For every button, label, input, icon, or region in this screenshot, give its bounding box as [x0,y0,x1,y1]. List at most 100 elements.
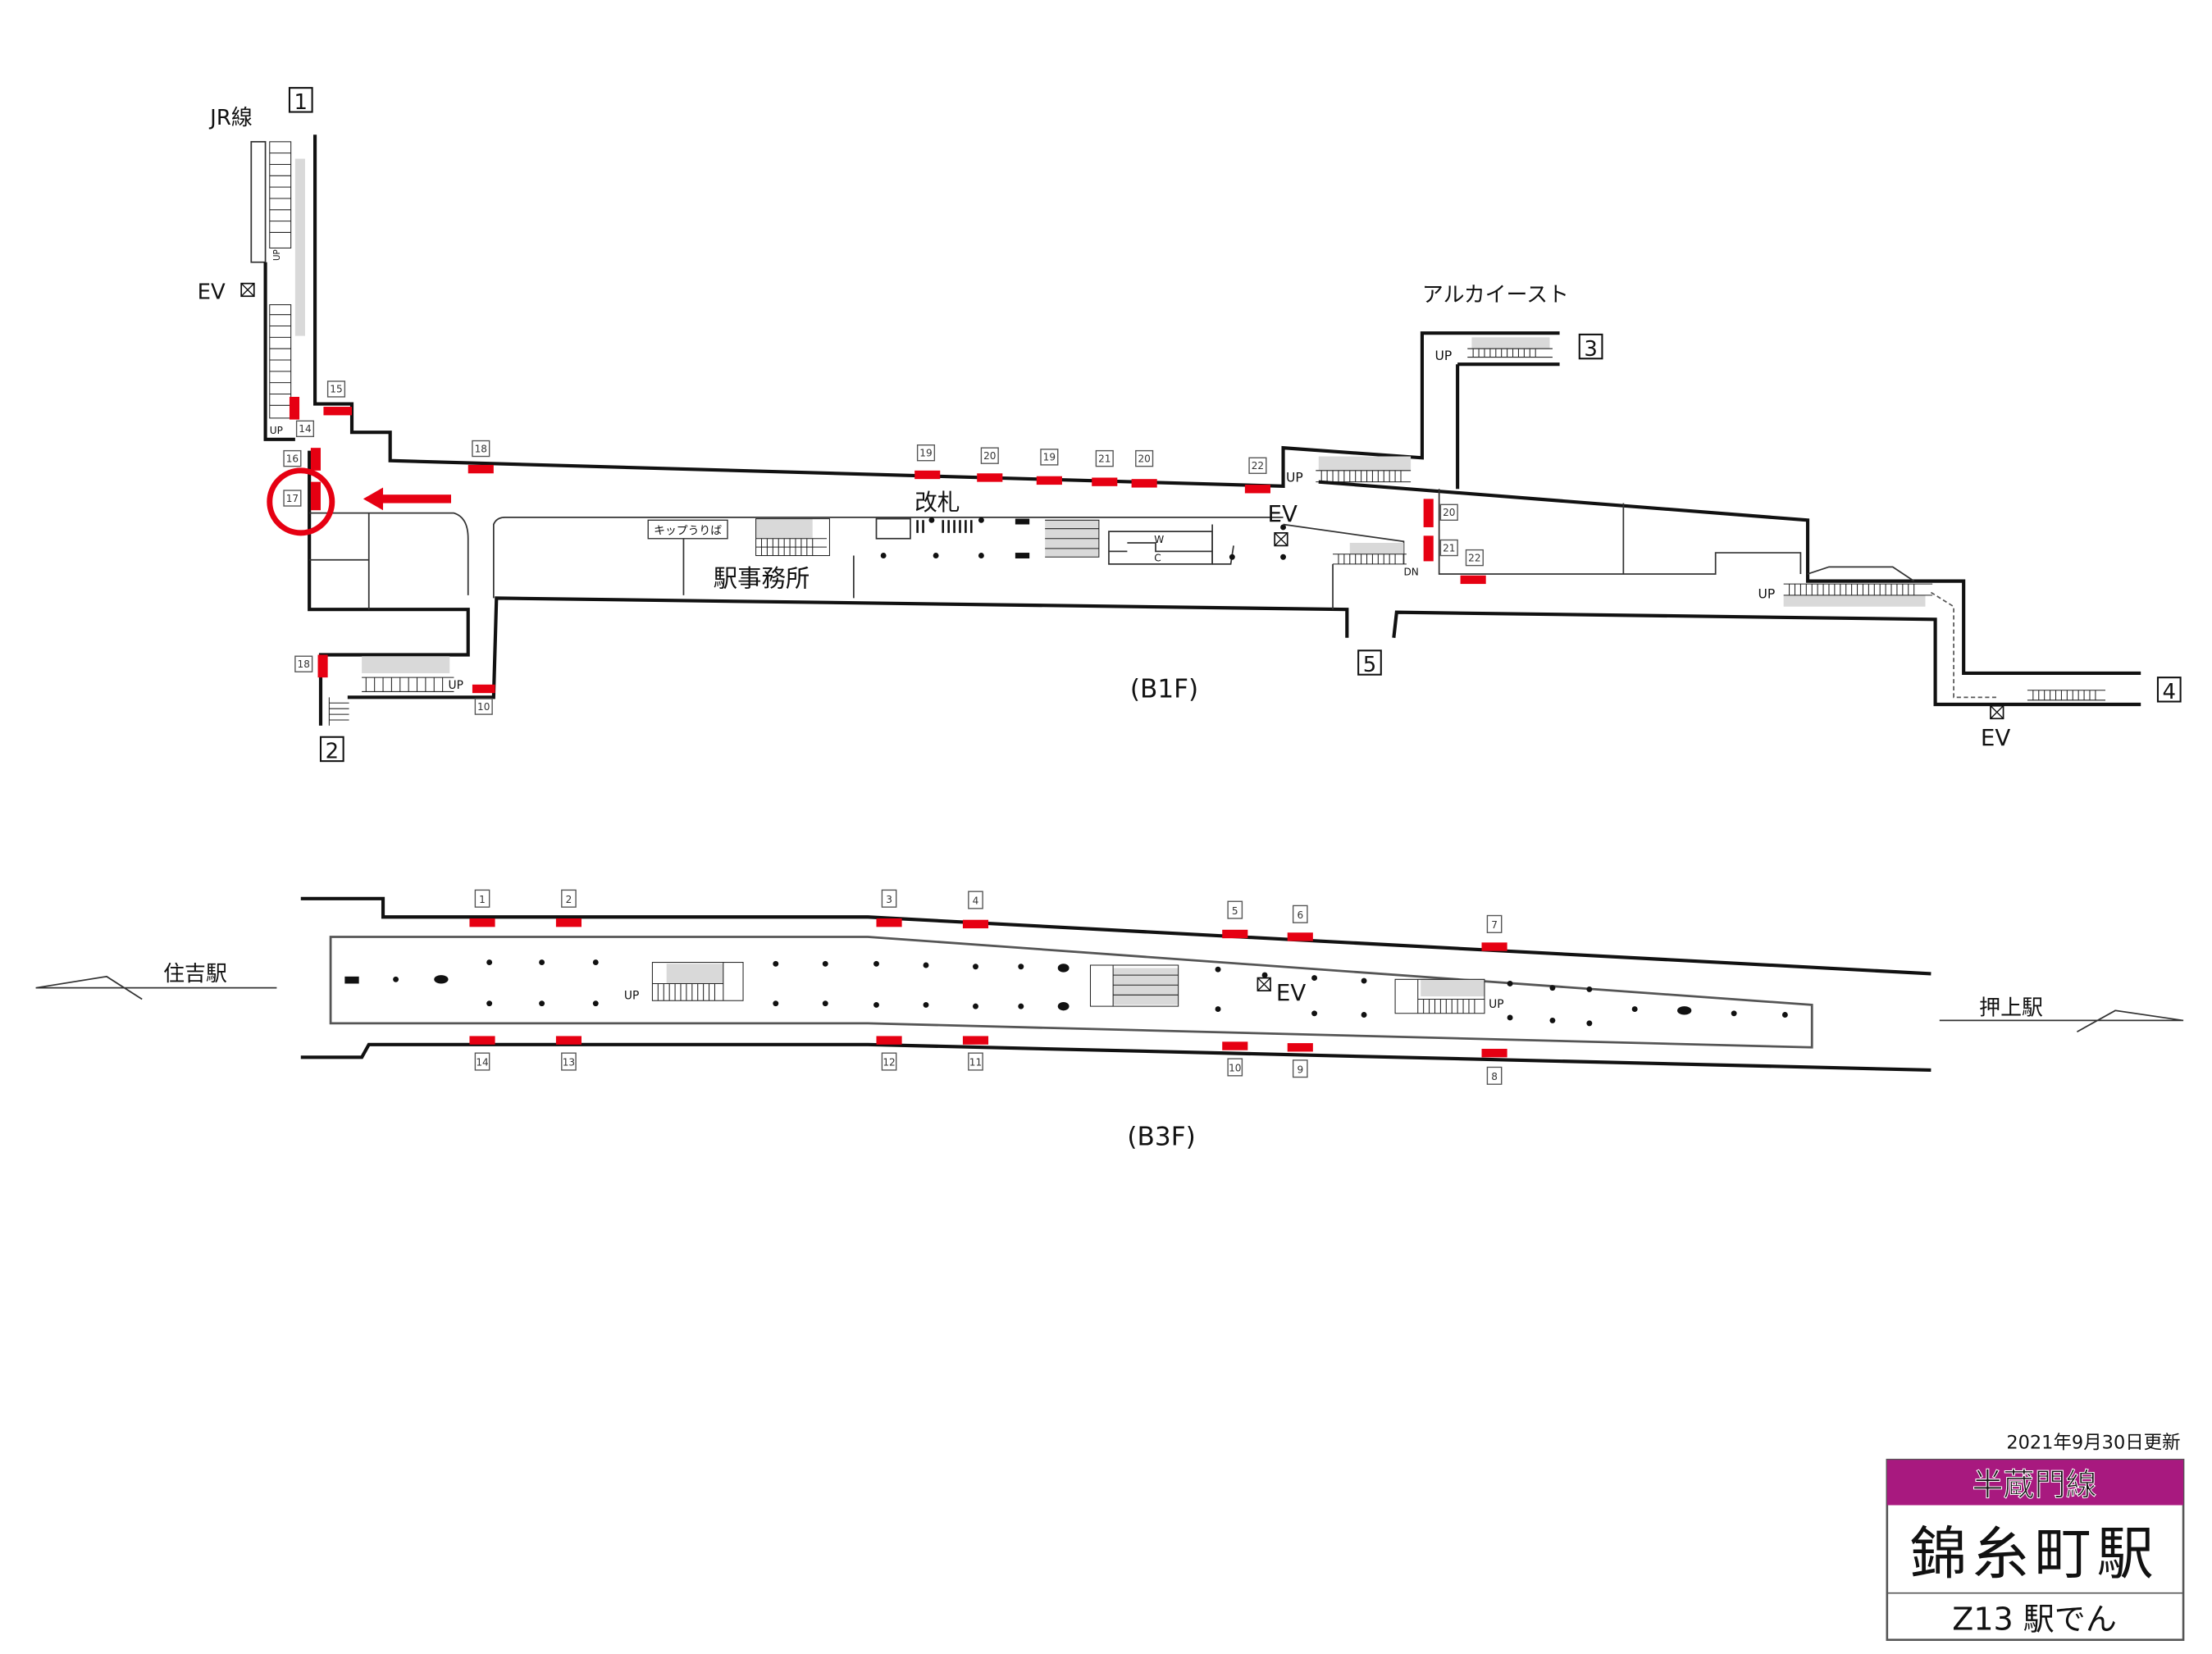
exit-1-marker[interactable]: 1 [288,87,313,115]
svg-text:4: 4 [2163,680,2176,704]
elevator-icon[interactable] [240,282,255,298]
stairs-icon [755,518,830,557]
station-name: 錦糸町駅 [1910,1521,2160,1587]
svg-text:12: 12 [883,1057,895,1068]
up-label: UP [1489,998,1503,1011]
ticket-gate-label: 改札 [914,489,960,516]
car-marker: 7 [1481,914,1507,951]
car-marker: 19 [1036,449,1062,485]
svg-text:14: 14 [476,1057,488,1068]
svg-text:10: 10 [1229,1063,1241,1074]
svg-text:9: 9 [1297,1064,1303,1075]
svg-text:14: 14 [299,423,311,435]
car-marker-highlighted: 17 [283,481,321,511]
svg-text:19: 19 [1043,452,1056,463]
svg-text:13: 13 [563,1057,575,1068]
car-marker: 22 [1460,549,1486,585]
svg-text:押上駅: 押上駅 [1979,996,2043,1021]
car-marker: 19 [914,444,941,480]
svg-text:22: 22 [1468,552,1480,563]
svg-text:W: W [1154,534,1164,545]
svg-text:17: 17 [286,493,299,504]
svg-text:5: 5 [1232,905,1238,917]
platform-pillars [344,959,1788,1027]
car-marker: 5 [1222,900,1248,939]
svg-text:C: C [1154,552,1161,563]
escalator-up [651,962,744,1001]
exit-5-marker[interactable]: 5 [1357,649,1382,677]
stairs-icon [1045,519,1100,558]
car-marker: 14 [289,396,315,438]
elevator-icon[interactable] [1274,532,1288,547]
svg-text:21: 21 [1098,453,1111,464]
platform [329,936,1813,1049]
svg-text:22: 22 [1252,460,1264,472]
station-code: Z13 駅でん [1952,1602,2117,1638]
svg-text:5: 5 [1363,653,1376,677]
elevator-icon[interactable] [1257,977,1271,991]
escalator-band [294,158,305,336]
svg-text:18: 18 [298,658,310,670]
car-marker: 10 [472,684,495,715]
svg-text:住吉駅: 住吉駅 [163,962,227,986]
car-marker: 6 [1287,904,1313,941]
exit-2-marker[interactable]: 2 [319,736,344,764]
car-marker: 1 [469,889,495,927]
svg-text:2: 2 [326,740,339,764]
escalator-up [1316,456,1412,483]
line-color-band [1886,1460,2184,1506]
svg-text:21: 21 [1443,542,1455,554]
car-marker: 8 [1481,1048,1507,1085]
exit-3-marker[interactable]: 3 [1578,333,1603,362]
car-marker: 3 [876,889,902,927]
svg-text:16: 16 [286,453,299,464]
svg-text:8: 8 [1491,1071,1498,1082]
car-marker: 18 [467,440,494,474]
updated-date: 2021年9月30日更新 [2006,1432,2180,1453]
ticket-counter-label: キップうりば [654,525,722,538]
svg-text:18: 18 [475,443,487,454]
escalator-dn [1332,542,1407,610]
up-label: UP [449,679,463,692]
station-office-label: 駅事務所 [714,565,810,593]
car-marker: 20 [1131,449,1157,488]
restroom: W C [1108,524,1235,565]
up-label: UP [1286,471,1303,485]
car-marker: 16 [283,448,321,471]
car-marker: 10 [1222,1041,1248,1077]
car-marker: 20 [977,447,1003,482]
svg-text:20: 20 [1443,507,1455,518]
highlight-circle [267,467,335,536]
up-label: UP [1434,349,1452,363]
stairs-icon [269,141,292,419]
svg-text:7: 7 [1491,919,1498,931]
accessible-route [1930,591,1996,699]
floor-label-b3f: (B3F) [1127,1123,1195,1152]
svg-text:19: 19 [919,448,932,459]
car-marker: 12 [876,1036,902,1071]
svg-text:10: 10 [477,701,490,713]
up-label: UP [1758,586,1776,601]
svg-text:2: 2 [566,894,572,905]
ev-label: EV [1276,979,1306,1006]
svg-text:15: 15 [330,384,342,395]
svg-text:3: 3 [886,894,892,905]
car-marker: 21 [1423,535,1458,562]
jr-line-label: JR線 [208,106,253,130]
car-marker: 13 [555,1036,582,1071]
ticket-gates [875,517,1030,558]
svg-text:20: 20 [983,450,996,462]
svg-text:6: 6 [1297,909,1303,921]
arrow-left-icon [363,487,451,511]
arca-east-label: アルカイースト [1422,283,1569,308]
car-marker: 22 [1244,457,1270,494]
car-marker: 4 [962,891,989,929]
ev-label: EV [1268,500,1298,527]
ev-label: EV [198,280,226,305]
corridor-wall [250,140,267,263]
b3f-floor-plan: 住吉駅 押上駅 UP EV [35,889,2184,1152]
exit-4-marker[interactable]: 4 [2156,677,2182,704]
elevator-icon[interactable] [1990,704,2004,720]
escalator-up [1783,566,1933,607]
car-marker: 18 [294,654,328,678]
